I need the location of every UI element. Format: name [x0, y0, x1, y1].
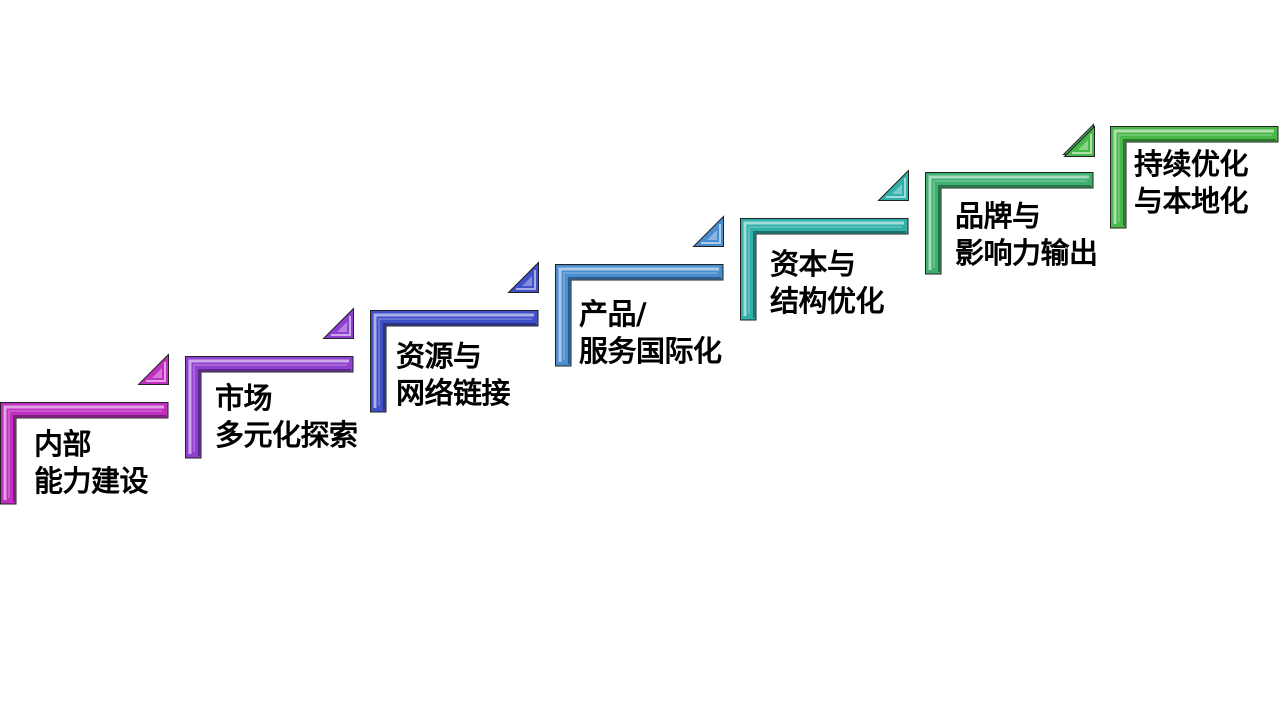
step-label-line1: 市场	[215, 381, 273, 415]
step-label-line1: 持续优化	[1134, 147, 1249, 181]
step-triangle	[1063, 125, 1095, 157]
step-label: 资源与 网络链接	[396, 338, 511, 412]
step-label-line2: 结构优化	[770, 284, 885, 318]
step-label: 资本与 结构优化	[770, 246, 885, 320]
step-bracket	[555, 264, 724, 367]
step-bracket	[740, 218, 909, 321]
step-triangle	[322, 307, 354, 339]
step-bracket	[370, 310, 539, 413]
step-triangle	[137, 353, 169, 385]
step-label-line1: 资源与	[396, 339, 482, 373]
step-label-line2: 与本地化	[1134, 184, 1249, 218]
step-triangle	[877, 169, 909, 201]
step-bracket	[925, 172, 1094, 275]
step-label-line2: 网络链接	[396, 376, 511, 410]
step-label: 市场 多元化探索	[215, 380, 358, 454]
step-label-line1: 产品/	[579, 297, 647, 331]
step-label-line2: 影响力输出	[955, 236, 1098, 270]
step-label-line2: 多元化探索	[215, 418, 358, 452]
step-bracket	[0, 402, 169, 505]
step-label: 品牌与 影响力输出	[955, 198, 1098, 272]
step-label: 产品/ 服务国际化	[579, 296, 722, 370]
step-bracket	[185, 356, 354, 459]
step-label-line2: 能力建设	[34, 464, 149, 498]
step-label-line1: 资本与	[770, 247, 856, 281]
step-label-line2: 服务国际化	[579, 334, 722, 368]
step-label-line1: 内部	[34, 427, 92, 461]
step-bracket	[1110, 126, 1279, 229]
step-triangle	[507, 261, 539, 293]
step-label-line1: 品牌与	[955, 199, 1041, 233]
step-triangle	[692, 215, 724, 247]
step-label: 内部 能力建设	[34, 426, 149, 500]
step-label: 持续优化 与本地化	[1134, 146, 1249, 220]
